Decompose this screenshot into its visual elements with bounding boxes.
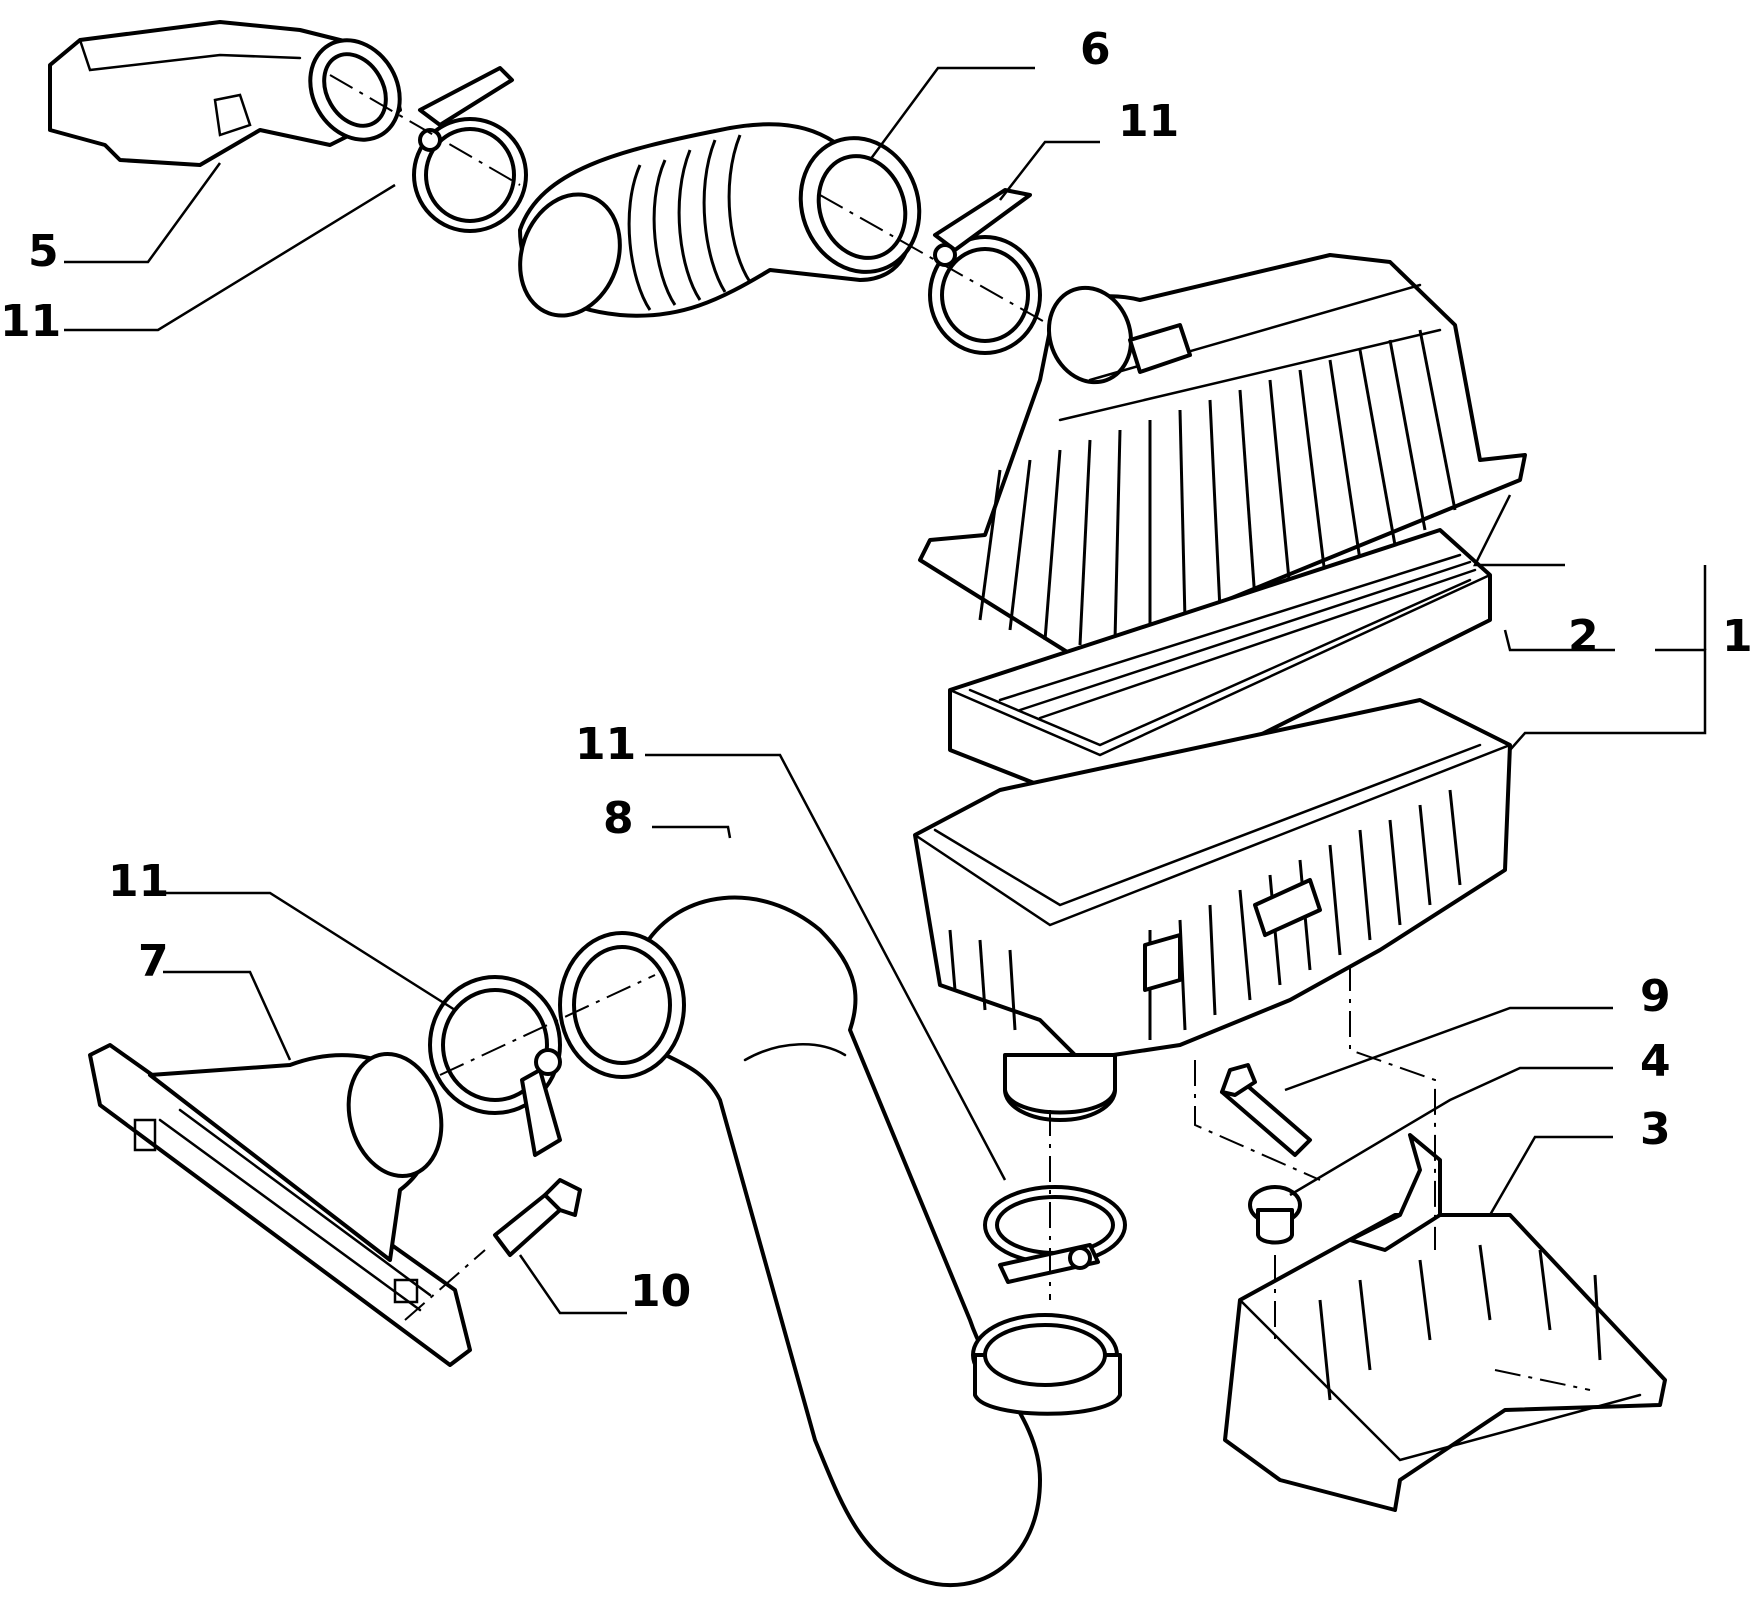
grommet-part-4 bbox=[1248, 1185, 1302, 1245]
callout-2: 2 bbox=[1568, 611, 1599, 662]
filter-element-part-2 bbox=[948, 528, 1492, 812]
intake-pipe-part-8 bbox=[558, 895, 1122, 1587]
callout-3: 3 bbox=[1640, 1104, 1671, 1155]
air-filter-cover-part-1 bbox=[918, 253, 1527, 662]
bolt-part-10 bbox=[493, 1178, 582, 1257]
callout-7: 7 bbox=[138, 936, 169, 987]
air-filter-base-part-1 bbox=[913, 698, 1512, 1122]
callout-5: 5 bbox=[28, 226, 59, 277]
callout-8: 8 bbox=[603, 793, 634, 844]
assembly-axis-lines bbox=[329, 74, 1591, 1391]
callout-11b: 11 bbox=[1118, 96, 1180, 147]
callout-leader-lines bbox=[64, 66, 1707, 1315]
corrugated-hose-part-6 bbox=[518, 122, 922, 318]
inlet-duct-part-5 bbox=[48, 20, 402, 167]
flanged-duct-part-7 bbox=[88, 1043, 472, 1367]
callout-11a: 11 bbox=[0, 296, 62, 347]
callout-10: 10 bbox=[630, 1266, 692, 1317]
hose-clamp-part-11-upper-left bbox=[412, 66, 528, 233]
hose-clamp-part-11-upper-right bbox=[928, 188, 1042, 355]
callout-6: 6 bbox=[1080, 24, 1111, 75]
bolt-part-9 bbox=[1220, 1063, 1312, 1157]
callout-11d: 11 bbox=[108, 856, 170, 907]
callout-1: 1 bbox=[1722, 611, 1753, 662]
hose-clamp-part-11-lower-left bbox=[428, 975, 562, 1157]
callout-11c: 11 bbox=[575, 719, 637, 770]
callout-4: 4 bbox=[1640, 1036, 1671, 1087]
callout-9: 9 bbox=[1640, 971, 1671, 1022]
hose-clamp-part-11-lower-middle bbox=[983, 1185, 1127, 1284]
support-bracket-part-3 bbox=[1223, 1133, 1667, 1512]
